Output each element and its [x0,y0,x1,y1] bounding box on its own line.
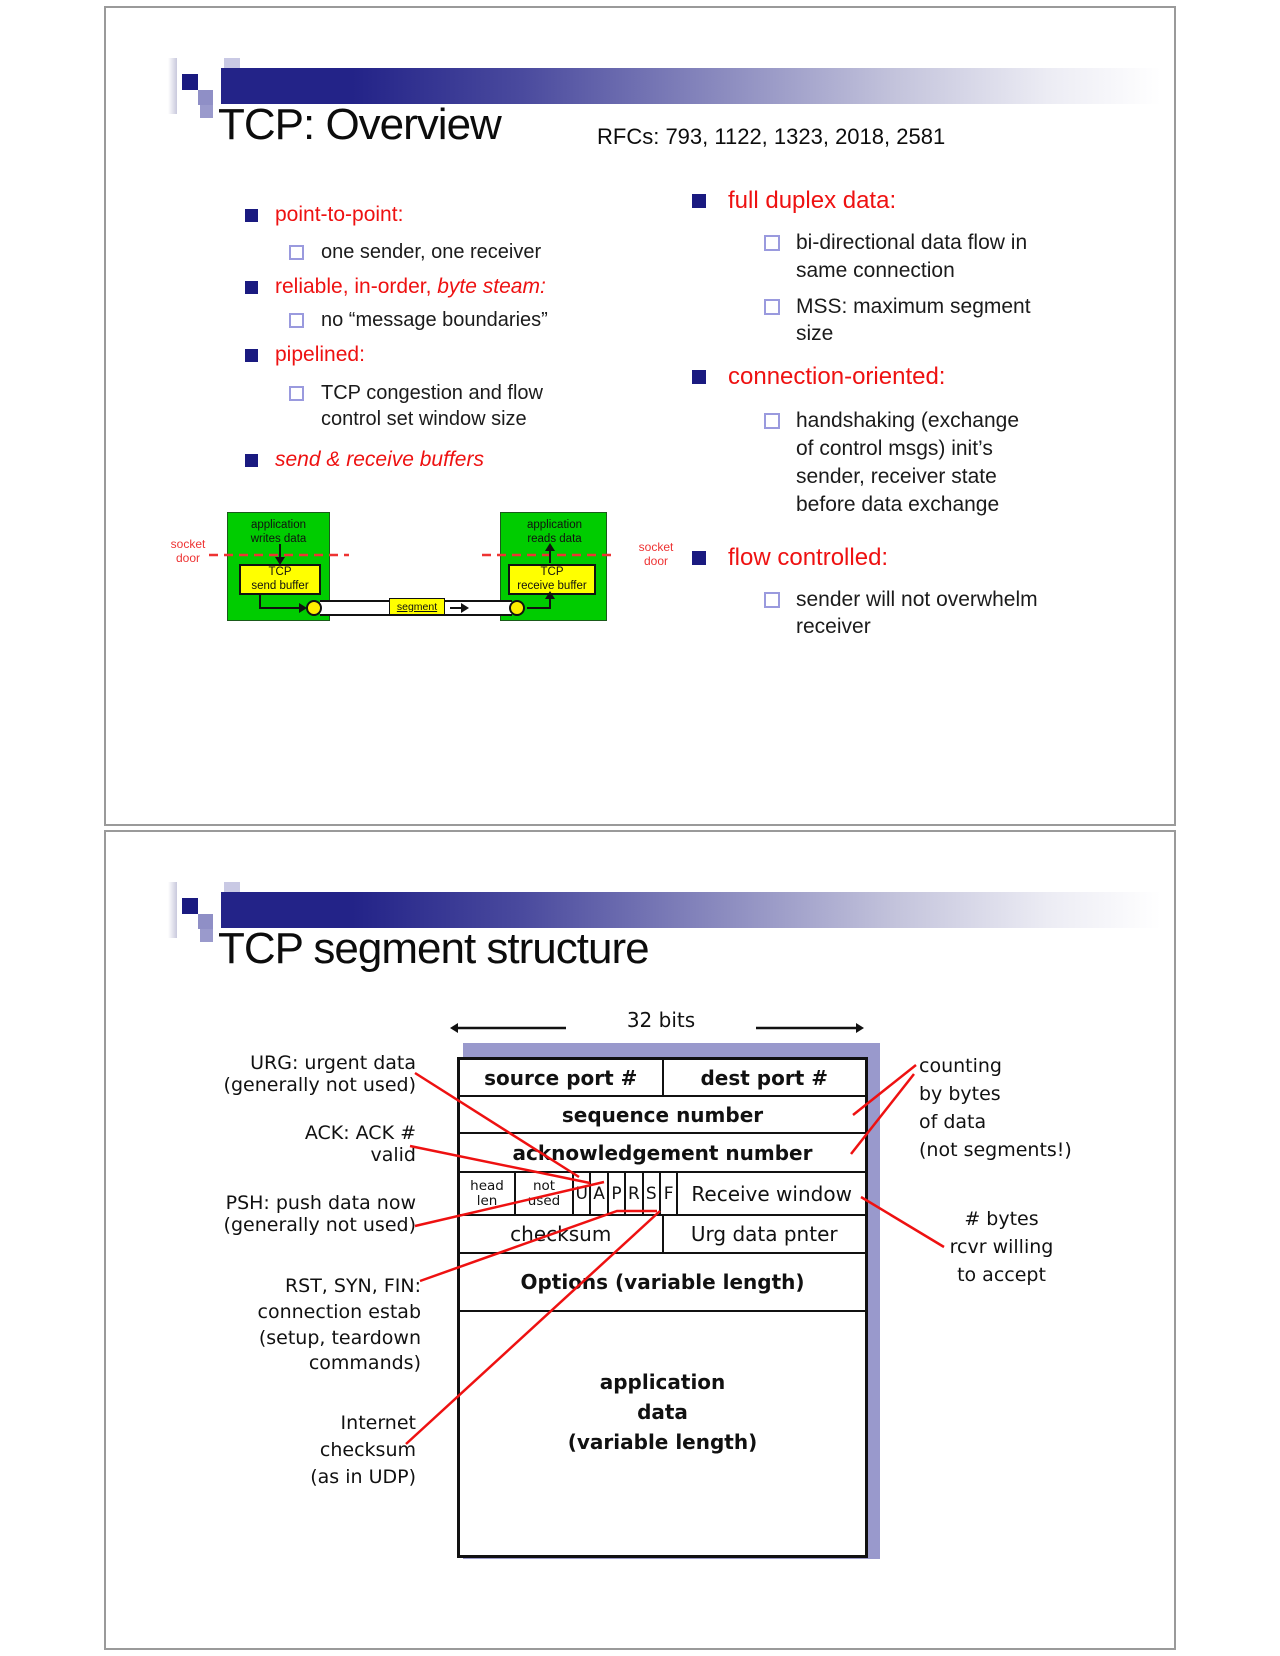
bullet-square-icon [245,348,258,362]
bullet-square-icon [245,280,258,294]
not-used-field: not used [516,1173,574,1214]
application-data-row: application data (variable length) [460,1312,865,1555]
header-decoration-square-navy [182,898,198,914]
bullet-hollow-square-icon [289,385,304,401]
bullet-column-right: full duplex data: bi-directional data fl… [692,186,1152,641]
annotation-urg: URG: urgent data (generally not used) [223,1052,416,1097]
annotation-psh: PSH: push data now (generally not used) [223,1192,416,1237]
bullet-hollow-square-icon [764,298,780,315]
slide-tcp-segment-structure: TCP segment structure 32 bits source por… [104,830,1176,1650]
flags-row: head len not used U A P R S F Receive wi… [460,1173,865,1216]
slide-tcp-overview: TCP: Overview RFCs: 793, 1122, 1323, 201… [104,6,1176,826]
checksum-row: checksum Urg data pnter [460,1216,865,1254]
bullet-hollow-square-icon [289,244,304,260]
ack-number-field: acknowledgement number [512,1140,813,1165]
sequence-number-field: sequence number [561,1102,764,1127]
header-gradient-band [221,68,1161,104]
checksum-field: checksum [460,1216,664,1252]
options-field: Options (variable length) [520,1270,805,1294]
annotation-ack: ACK: ACK # valid [304,1122,416,1167]
flag-rst: R [626,1173,644,1214]
bullet-square-icon [692,370,706,385]
socket-door-label-right: socket door [638,540,674,569]
slide2-title: TCP segment structure [218,924,650,973]
sequence-number-row: sequence number [460,1097,865,1134]
bullet-full-duplex: full duplex data: [692,186,1152,217]
bullet-point-to-point: point-to-point: [245,202,675,229]
bullet-flow-controlled: flow controlled: [692,543,1152,574]
tcp-receive-buffer-box: TCP receive buffer [508,564,596,595]
socket-circle-right [509,600,525,616]
header-decoration-square-small [200,929,213,942]
header-decoration-bar [168,58,177,114]
tcp-segment-table: source port # dest port # sequence numbe… [457,1057,868,1558]
annotation-counting-bytes: counting by bytes of data (not segments!… [919,1055,1072,1162]
bullet-connection-oriented: connection-oriented: [692,362,1152,393]
flag-fin: F [661,1173,679,1214]
options-row: Options (variable length) [460,1254,865,1312]
slide1-title: TCP: Overview [218,100,502,149]
flag-urg: U [574,1173,592,1214]
flag-syn: S [644,1173,661,1214]
header-decoration-square-navy [182,74,198,90]
bullet-hollow-square-icon [764,234,780,251]
header-decoration-square-lavender [198,914,213,929]
head-len-field: head len [460,1173,516,1214]
flag-psh: P [609,1173,627,1214]
header-gradient-band [221,892,1161,928]
annotation-rst-syn-fin: RST, SYN, FIN: connection estab (setup, … [257,1275,421,1375]
annotation-internet-checksum: Internet checksum (as in UDP) [310,1412,416,1488]
ack-number-row: acknowledgement number [460,1134,865,1173]
application-reads-label: application reads data [527,519,582,546]
bullet-bidirectional: bi-directional data flow in same connect… [692,229,1152,285]
bullet-hollow-square-icon [764,413,780,430]
receive-window-field: Receive window [691,1181,852,1206]
header-decoration-bar [168,882,177,938]
bullet-square-icon [245,209,258,222]
socket-circle-left [306,600,322,616]
application-data-field: application data (variable length) [567,1370,758,1454]
flag-ack: A [591,1173,609,1214]
bullet-hollow-square-icon [289,312,304,328]
bullet-square-icon [692,194,706,208]
bullet-no-boundaries: no “message boundaries” [245,307,675,333]
bullet-column-left: point-to-point: one sender, one receiver… [245,202,675,474]
bullet-reliable: reliable, in-order, byte steam: [245,274,675,301]
bits-width-label: 32 bits [626,1008,696,1032]
bullet-one-sender: one sender, one receiver [245,239,675,265]
slide1-rfcs: RFCs: 793, 1122, 1323, 2018, 2581 [597,124,946,149]
bullet-mss: MSS: maximum segment size [692,293,1152,349]
bullet-congestion: TCP congestion and flow control set wind… [245,380,675,432]
header-decoration-square-lavender [198,90,213,105]
socket-door-label-left: socket door [170,537,206,566]
bullet-square-icon [692,550,706,565]
source-port-field: source port # [460,1060,664,1095]
bullet-send-receive-buffers: send & receive buffers [245,447,675,474]
application-writes-label: application writes data [250,519,307,546]
bullet-sender-overwhelm: sender will not overwhelm receiver [692,586,1152,642]
ports-row: source port # dest port # [460,1060,865,1097]
bullet-handshaking: handshaking (exchange of control msgs) i… [692,407,1152,519]
tcp-send-buffer-box: TCP send buffer [239,564,321,595]
segment-box: segment [389,598,445,615]
urg-pointer-field: Urg data pnter [690,1222,838,1246]
annotation-bytes-willing: # bytes rcvr willing to accept [949,1208,1054,1287]
bullet-pipelined: pipelined: [245,342,675,369]
bullet-square-icon [245,453,258,467]
dest-port-field: dest port # [700,1065,828,1090]
bullet-hollow-square-icon [764,591,780,608]
header-decoration-square-small [200,105,213,118]
